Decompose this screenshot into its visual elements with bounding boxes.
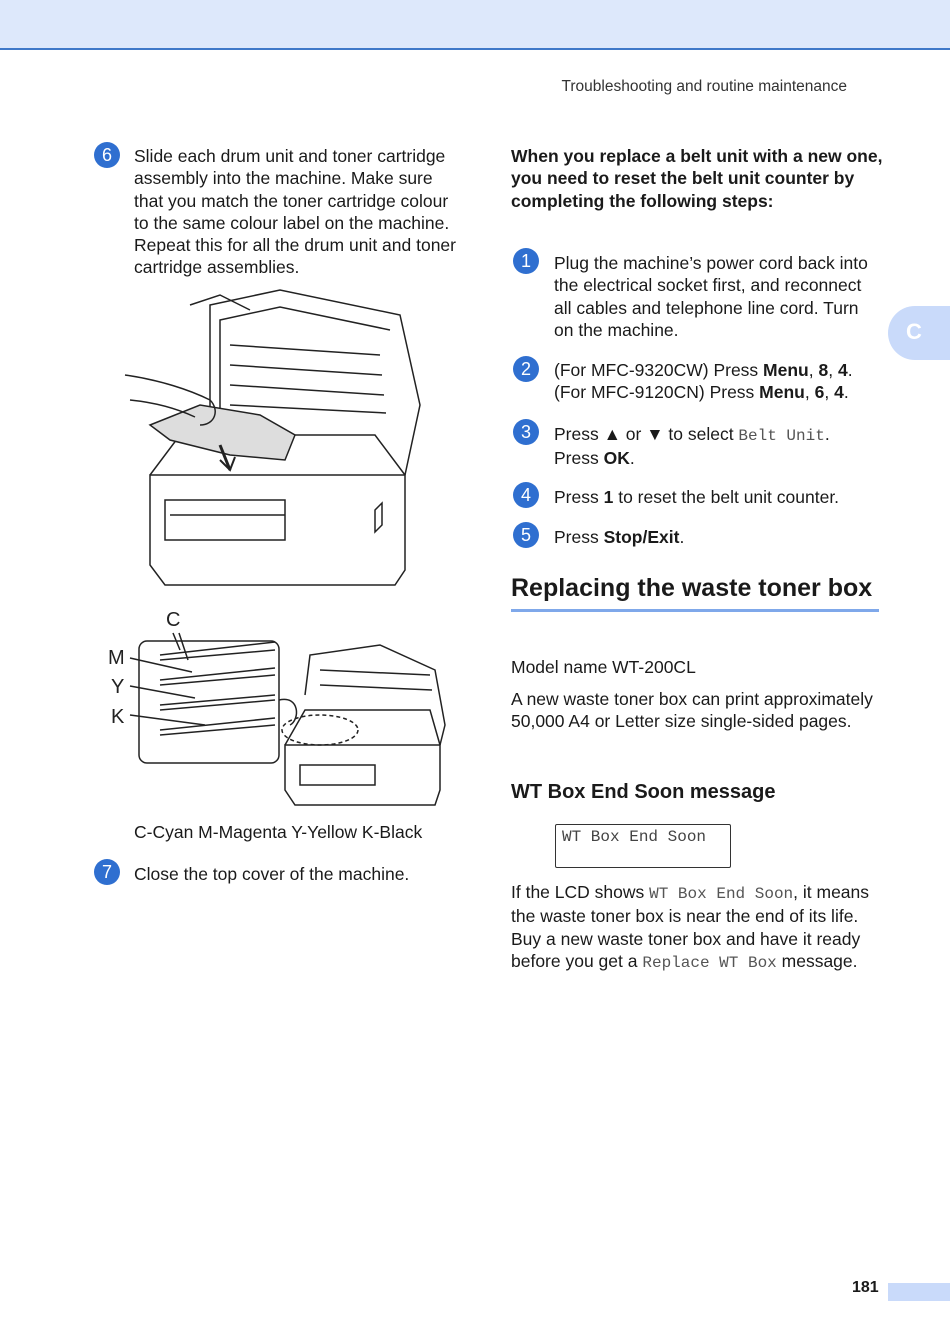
step-7-badge: 7 — [94, 859, 120, 885]
page-number: 181 — [852, 1279, 879, 1296]
reset-step-5-text: Press Stop/Exit. — [554, 527, 685, 547]
label-m: M — [108, 647, 125, 669]
lcd-message-paragraph: If the LCD shows WT Box End Soon, it mea… — [511, 882, 870, 972]
color-label-illustration: C M Y K — [108, 609, 446, 806]
top-header-band — [0, 0, 950, 50]
subsection-heading: WT Box End Soon message — [511, 781, 776, 803]
label-k: K — [111, 706, 125, 728]
label-y: Y — [111, 676, 124, 698]
step-7-text: Close the top cover of the machine. — [134, 864, 410, 884]
reset-step-4-text: Press 1 to reset the belt unit counter. — [554, 487, 840, 507]
label-c: C — [166, 609, 180, 631]
reset-step-3-text: Press ▲ or ▼ to select Belt Unit. Press … — [554, 424, 830, 469]
lcd-display-text: WT Box End Soon — [562, 828, 707, 846]
lcd-display: WT Box End Soon — [555, 824, 731, 868]
drum-insertion-illustration — [124, 289, 421, 586]
chapter-tab-label: C — [906, 319, 922, 344]
reset-step-1-badge: 1 — [513, 248, 539, 274]
reset-step-4-badge: 4 — [513, 482, 539, 508]
belt-reset-intro: When you replace a belt unit with a new … — [511, 146, 883, 211]
reset-step-1-text: Plug the machine’s power cord back into … — [554, 253, 868, 340]
section-title: Replacing the waste toner box — [511, 574, 879, 612]
figure-caption: C-Cyan M-Magenta Y-Yellow K-Black — [134, 822, 423, 842]
step-6-text: Slide each drum unit and toner cartridge… — [134, 146, 456, 278]
running-header: Troubleshooting and routine maintenance — [561, 78, 847, 95]
reset-step-2-text: (For MFC-9320CW) Press Menu, 8, 4. (For … — [554, 360, 853, 403]
reset-step-3-badge: 3 — [513, 419, 539, 445]
chapter-tab: C — [888, 306, 950, 360]
reset-step-2-badge: 2 — [513, 356, 539, 382]
step-6-badge: 6 — [94, 142, 120, 168]
page-number-band — [888, 1283, 950, 1301]
reset-step-5-badge: 5 — [513, 522, 539, 548]
capacity-text: A new waste toner box can print approxim… — [511, 689, 873, 732]
model-name: Model name WT-200CL — [511, 657, 696, 677]
